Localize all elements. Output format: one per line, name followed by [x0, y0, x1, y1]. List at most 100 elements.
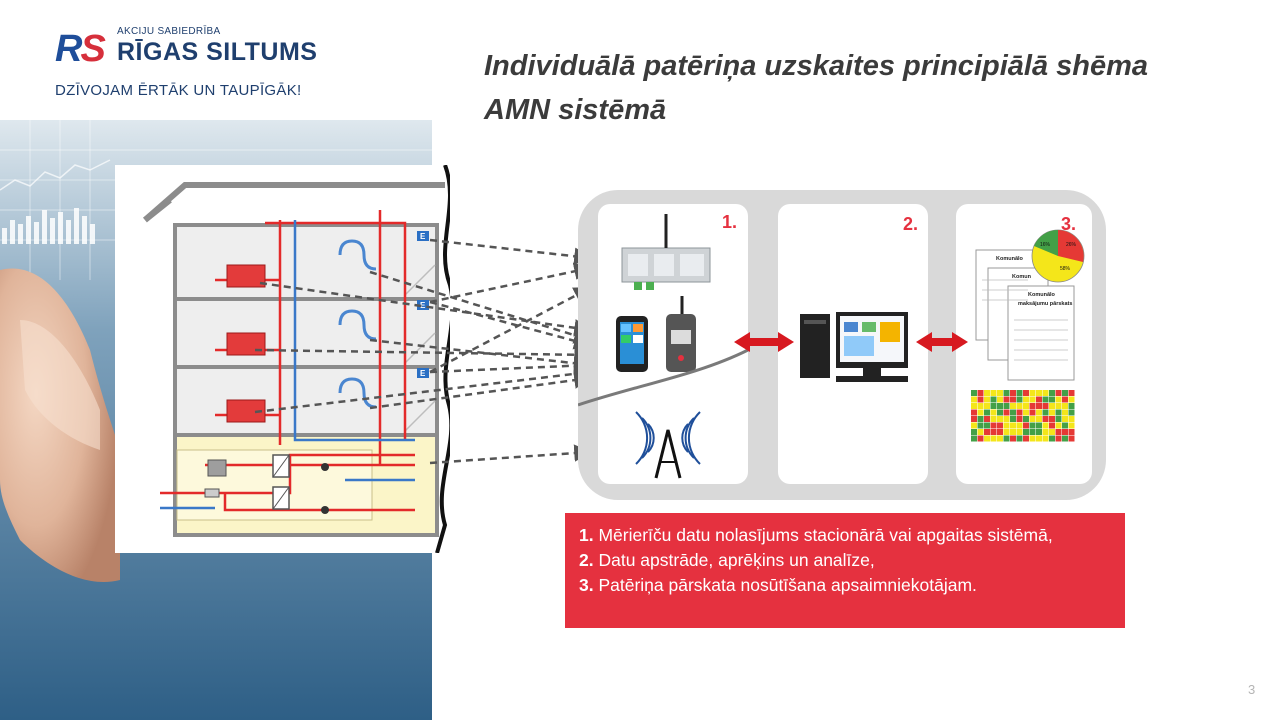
heatmap-cell [1003, 416, 1010, 422]
heatmap-cell [1003, 396, 1010, 403]
heatmap-cell [1036, 396, 1042, 403]
heatmap-cell [984, 403, 990, 409]
logo-mark: RS [55, 28, 106, 71]
double-arrow-2-3 [916, 332, 968, 352]
logo-slogan: DZĪVOJAM ĒRTĀK UN TAUPĪGĀK! [55, 82, 302, 99]
heatmap-cell [1036, 429, 1042, 435]
heatmap-cell [1042, 435, 1049, 442]
heatmap-cell [1036, 435, 1042, 442]
heatmap-cell [1029, 416, 1036, 422]
report-front-title-2: maksājumu pārskats [1018, 301, 1072, 307]
heatmap-cell [1042, 390, 1049, 396]
heatmap-cell [1016, 396, 1023, 403]
heatmap-cell [1003, 403, 1010, 409]
heatmap-cell [990, 409, 997, 416]
heatmap-cell [1003, 409, 1010, 416]
logo-name: RĪGAS SILTUMS [117, 38, 318, 66]
double-arrow-1-2 [734, 332, 794, 352]
stage-label-1: 1. [722, 212, 737, 232]
heatmap-cell [1003, 390, 1010, 396]
heatmap-cell [977, 396, 984, 403]
caption-box: 1. Mērierīču datu nolasījums stacionārā … [565, 513, 1125, 628]
heatmap-cell [1055, 390, 1062, 396]
heatmap-cell [1068, 422, 1075, 429]
heatmap-cell [1023, 435, 1029, 442]
caption-item-1: 1. Mērierīču datu nolasījums stacionārā … [579, 525, 1053, 545]
heatmap-cell [997, 409, 1003, 416]
heatmap-cell [1010, 403, 1016, 409]
report-front-title-1: Komunālo [1028, 292, 1056, 298]
heatmap-cell [990, 422, 997, 429]
stage-label-2: 2. [903, 214, 918, 234]
pie-label-1: 16% [1040, 242, 1051, 248]
stage-label-3: 3. [1061, 214, 1076, 234]
heatmap-cell [1023, 403, 1029, 409]
heatmap-cell [1049, 409, 1055, 416]
heatmap-cell [1068, 390, 1075, 396]
heatmap-cell [1055, 429, 1062, 435]
heatmap-cell [1049, 422, 1055, 429]
heatmap-cell [984, 429, 990, 435]
heatmap-cell [1055, 403, 1062, 409]
heatmap-cell [997, 435, 1003, 442]
heatmap-cell [1062, 416, 1068, 422]
heatmap-cell [1036, 403, 1042, 409]
heatmap-cell [1055, 416, 1062, 422]
heatmap-cell [984, 416, 990, 422]
heatmap-cell [990, 416, 997, 422]
heatmap-cell [1029, 403, 1036, 409]
caption-item-3: 3. Patēriņa pārskata nosūtīšana apsaimni… [579, 575, 977, 595]
heatmap-cell [1029, 435, 1036, 442]
heatmap-cell [971, 390, 977, 396]
heatmap-cell [977, 422, 984, 429]
heatmap-cell [971, 409, 977, 416]
heatmap-cell [1042, 396, 1049, 403]
logo-mark-r: R [55, 28, 82, 70]
heatmap-cell [977, 409, 984, 416]
heatmap-cell [977, 403, 984, 409]
heatmap-cell [1068, 435, 1075, 442]
heatmap-cell [1023, 396, 1029, 403]
report-back-title: Komunālo [996, 256, 1024, 262]
heatmap-cell [1055, 422, 1062, 429]
heatmap-cell [984, 435, 990, 442]
heatmap-cell [1068, 416, 1075, 422]
heatmap-cell [1055, 409, 1062, 416]
heatmap-cell [971, 429, 977, 435]
heatmap-cell [1049, 416, 1055, 422]
heatmap-cell [997, 403, 1003, 409]
heatmap-cell [1010, 429, 1016, 435]
heatmap-cell [1029, 409, 1036, 416]
heatmap-cell [1062, 429, 1068, 435]
heatmap-cell [1016, 390, 1023, 396]
heatmap-cell [1016, 416, 1023, 422]
heatmap-cell [1016, 403, 1023, 409]
handheld-reader-icon [666, 296, 696, 372]
heatmap-cell [1010, 396, 1016, 403]
heatmap-cell [1036, 390, 1042, 396]
report-documents-icon: Komunālo Komun Komunālo maksājumu pārska… [975, 249, 1075, 381]
heatmap-cell [1003, 435, 1010, 442]
heatmap-cell [1010, 409, 1016, 416]
report-mid-title: Komun [1012, 274, 1032, 280]
heatmap-cell [1068, 409, 1075, 416]
heatmap-cell [990, 396, 997, 403]
heatmap-cell [1055, 435, 1062, 442]
heatmap-cell [1062, 435, 1068, 442]
heatmap-cell [1068, 403, 1075, 409]
company-logo: RS AKCIJU SABIEDRĪBA RĪGAS SILTUMS DZĪVO… [55, 22, 355, 102]
heatmap-cell [971, 422, 977, 429]
heatmap-icon [971, 390, 1075, 442]
heatmap-cell [1010, 416, 1016, 422]
heatmap-cell [1042, 409, 1049, 416]
building-heating-scheme: E E E [115, 165, 450, 553]
heatmap-cell [977, 416, 984, 422]
heatmap-cell [1029, 422, 1036, 429]
heatmap-cell [1062, 390, 1068, 396]
heatmap-cell [990, 403, 997, 409]
heatmap-cell [1003, 429, 1010, 435]
heatmap-cell [984, 390, 990, 396]
heatmap-cell [984, 409, 990, 416]
data-system-panel: 1. 2. 3. [578, 190, 1106, 500]
heatmap-cell [990, 435, 997, 442]
